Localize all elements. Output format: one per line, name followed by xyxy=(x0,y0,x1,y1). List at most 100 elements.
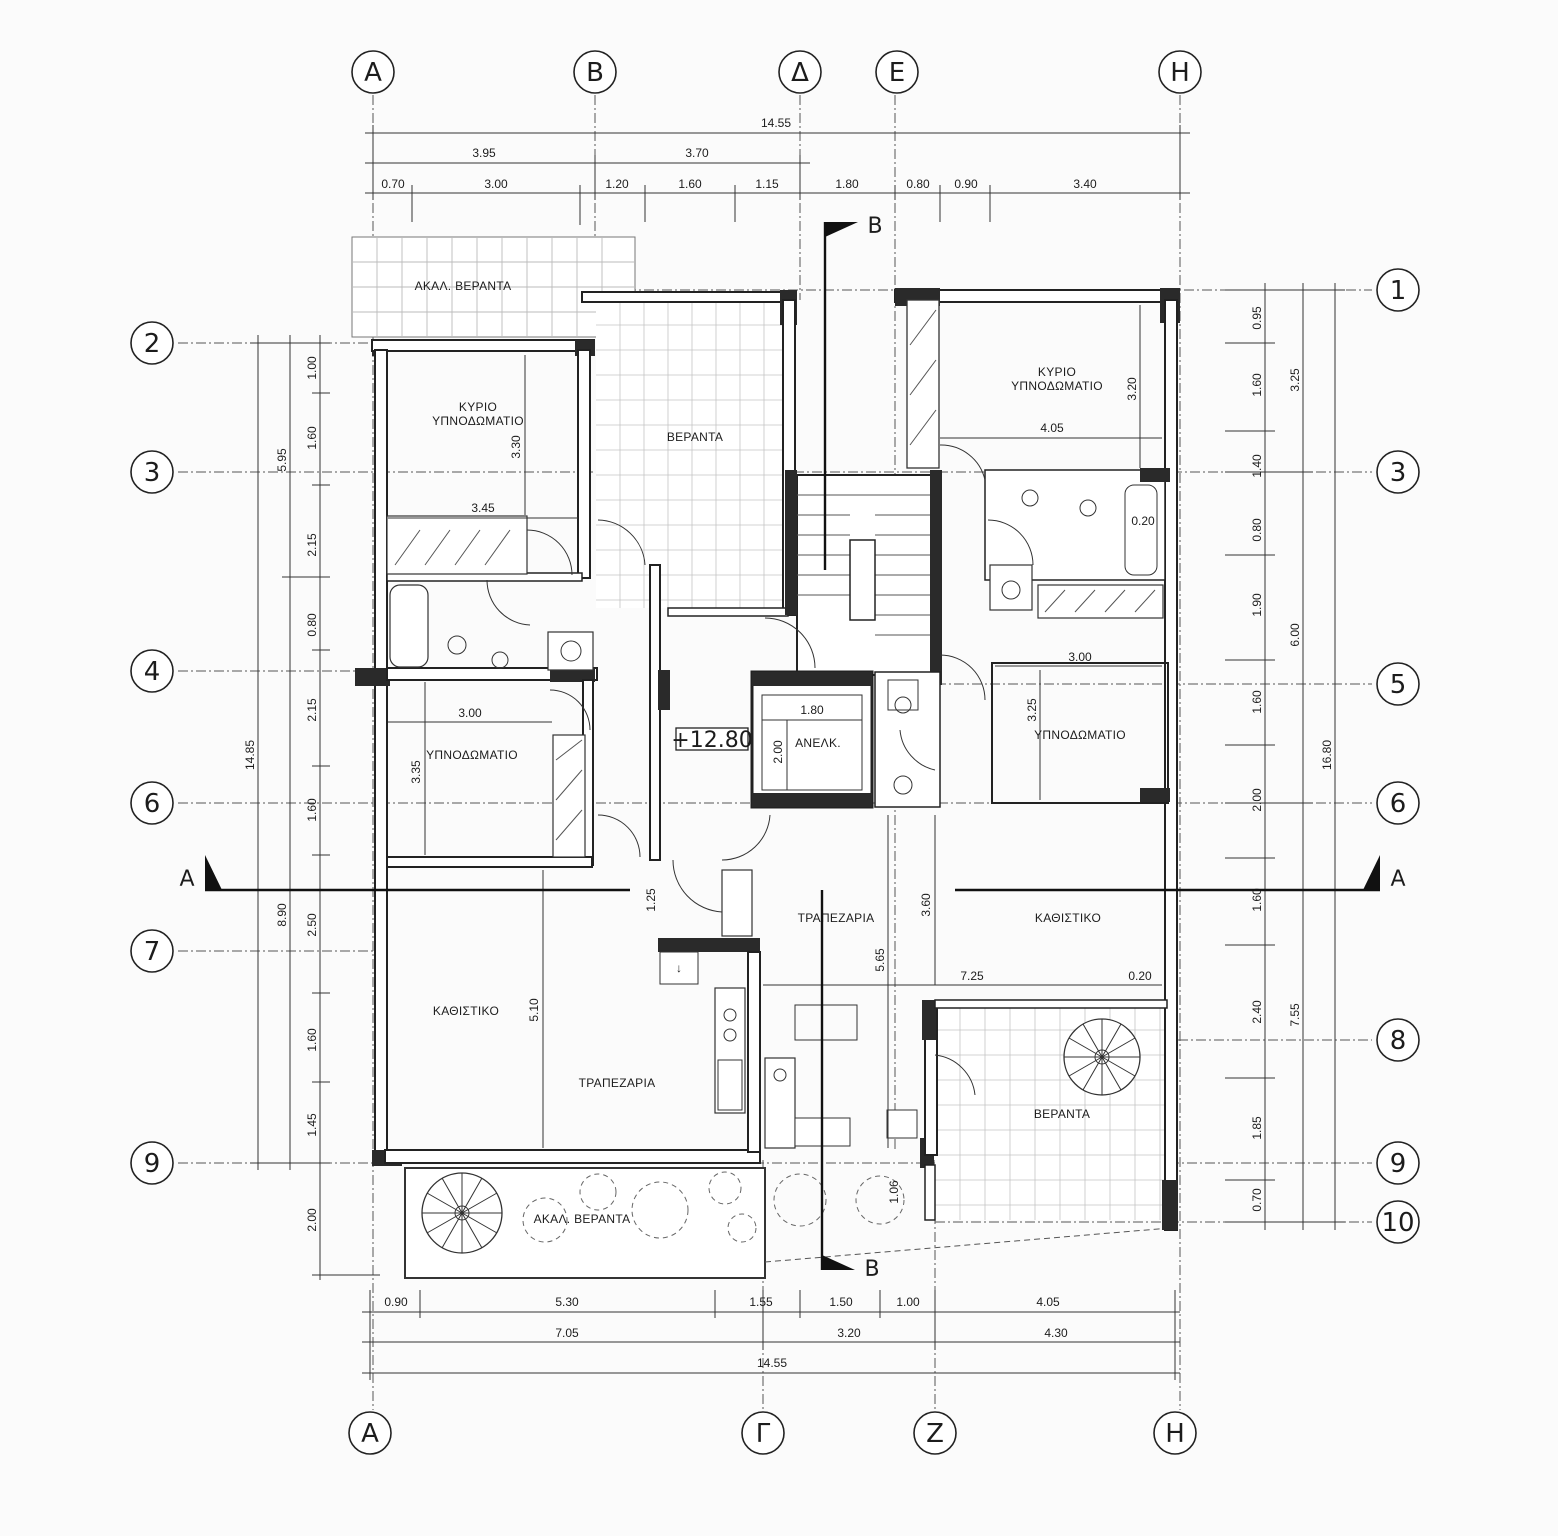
axis-bubble-left-3: 3 xyxy=(130,450,174,494)
svg-text:Δ: Δ xyxy=(791,58,809,88)
dim-bottom-detail-3: 1.55 xyxy=(749,1295,773,1309)
axis-bubbles-bottom: Α Γ Ζ Η xyxy=(348,1411,1197,1455)
axis-bubble-right-1: 1 xyxy=(1376,268,1420,312)
svg-text:7: 7 xyxy=(144,937,161,967)
interior-dimension-lines xyxy=(388,305,1162,1148)
dim-top-total: 14.55 xyxy=(761,116,791,130)
svg-text:Η: Η xyxy=(1165,1419,1185,1449)
svg-text:3: 3 xyxy=(1390,458,1407,488)
svg-text:9: 9 xyxy=(1390,1149,1407,1179)
axis-bubble-right-5: 5 xyxy=(1376,662,1420,706)
axis-bubble-top-h: Η xyxy=(1158,50,1202,94)
axis-bubble-top-e: Ε xyxy=(875,50,919,94)
svg-text:Α: Α xyxy=(361,1419,379,1449)
dim-left-detail-7: 2.50 xyxy=(305,913,319,937)
dim-ypno-left-w: 3.00 xyxy=(458,706,482,720)
dim-right-detail-11: 0.70 xyxy=(1250,1188,1264,1212)
dim-bottom-detail-1: 0.90 xyxy=(384,1295,408,1309)
axis-bubble-right-10: 10 xyxy=(1376,1200,1420,1244)
dim-bottom-total: 14.55 xyxy=(757,1356,787,1370)
interior-dimensions: 3.30 3.45 3.00 3.35 5.10 1.25 3.20 4.05 … xyxy=(409,377,1155,1204)
dim-top-detail-6: 1.80 xyxy=(835,177,859,191)
label-veranta-right: ΒΕΡΑΝΤΑ xyxy=(1034,1107,1090,1121)
svg-text:Η: Η xyxy=(1170,58,1190,88)
dim-right-detail-9: 2.40 xyxy=(1250,1000,1264,1024)
dim-right-total: 16.80 xyxy=(1320,740,1334,770)
dim-ypno-right-w: 3.00 xyxy=(1068,650,1092,664)
svg-text:5: 5 xyxy=(1390,670,1407,700)
dim-living-right-gap: 0.20 xyxy=(1128,969,1152,983)
dim-bottom-mid-1: 7.05 xyxy=(555,1326,579,1340)
right-veranta: ΒΕΡΑΝΤΑ xyxy=(935,1005,1167,1220)
label-kathistiko-left: ΚΑΘΙΣΤΙΚΟ xyxy=(433,1004,499,1018)
dim-right-detail-2: 1.60 xyxy=(1250,373,1264,397)
bottom-open-terrace: ΑΚΑΛ. ΒΕΡΑΝΤΑ xyxy=(404,1167,1171,1279)
axis-bubble-left-9: 9 xyxy=(130,1141,174,1185)
svg-text:Γ: Γ xyxy=(756,1419,771,1449)
axis-bubble-top-d: Δ xyxy=(778,50,822,94)
dim-right-detail-8: 1.60 xyxy=(1250,888,1264,912)
dim-left-detail-6: 1.60 xyxy=(305,798,319,822)
label-kyrio-left-1: ΚΥΡΙΟ xyxy=(459,400,497,414)
svg-text:1: 1 xyxy=(1390,276,1407,306)
left-dimension-chains: 14.85 5.95 8.90 1.00 1.60 2.15 0.80 2.15… xyxy=(243,335,380,1280)
svg-text:6: 6 xyxy=(144,789,161,819)
dim-left-detail-5: 2.15 xyxy=(305,698,319,722)
dim-left-detail-10: 2.00 xyxy=(305,1208,319,1232)
section-line-b: Β Β xyxy=(820,214,883,1282)
door-swings xyxy=(486,444,1034,1096)
dim-left-mid-2: 8.90 xyxy=(275,903,289,927)
dim-top-detail-8: 0.90 xyxy=(954,177,978,191)
dim-top-detail-7: 0.80 xyxy=(906,177,930,191)
dim-right-mid-2: 6.00 xyxy=(1288,623,1302,647)
dim-right-detail-4: 0.80 xyxy=(1250,518,1264,542)
dim-left-detail-2: 1.60 xyxy=(305,426,319,450)
axis-bubble-bottom-a: Α xyxy=(348,1411,392,1455)
svg-text:10: 10 xyxy=(1381,1208,1414,1238)
dim-living-right-w: 7.25 xyxy=(960,969,984,983)
axis-bubble-top-b: Β xyxy=(573,50,617,94)
svg-text:3: 3 xyxy=(144,458,161,488)
svg-text:Ζ: Ζ xyxy=(926,1419,944,1449)
label-ypno-right: ΥΠΝΟΔΩΜΑΤΙΟ xyxy=(1034,728,1126,742)
dim-right-detail-1: 0.95 xyxy=(1250,306,1264,330)
label-kyrio-left-2: ΥΠΝΟΔΩΜΑΤΙΟ xyxy=(432,414,524,428)
dim-top-detail-2: 3.00 xyxy=(484,177,508,191)
dim-left-detail-9: 1.45 xyxy=(305,1113,319,1137)
axis-bubble-top-a: Α xyxy=(351,50,395,94)
dim-top-detail-1: 0.70 xyxy=(381,177,405,191)
dim-dining-h: 5.65 xyxy=(873,948,887,972)
dim-right-detail-6: 1.60 xyxy=(1250,690,1264,714)
spiral-stair-icon-bottom xyxy=(421,1172,503,1254)
table-chairs-dashed xyxy=(522,1171,905,1243)
bottom-dimension-chains: 0.90 5.30 1.55 1.50 1.00 4.05 7.05 3.20 … xyxy=(362,1290,1180,1380)
label-trapezaria-left: ΤΡΑΠΕΖΑΡΙΑ xyxy=(579,1076,656,1090)
dim-bottom-mid-2: 3.20 xyxy=(837,1326,861,1340)
room-labels: ΚΥΡΙΟ ΥΠΝΟΔΩΜΑΤΙΟ ΚΥΡΙΟ ΥΠΝΟΔΩΜΑΤΙΟ ΥΠΝΟ… xyxy=(426,365,1126,1090)
svg-text:8: 8 xyxy=(1390,1026,1407,1056)
axis-bubble-right-6: 6 xyxy=(1376,781,1420,825)
dim-top-mid-2: 3.70 xyxy=(685,146,709,160)
level-marker: +12.80 xyxy=(671,728,752,753)
spiral-stair-icon xyxy=(1063,1018,1141,1096)
dim-right-detail-7: 2.00 xyxy=(1250,788,1264,812)
top-open-terrace: ΑΚΑΛ. ΒΕΡΑΝΤΑ xyxy=(351,236,636,338)
dim-bottom-gap: 1.06 xyxy=(887,1180,901,1204)
dim-left-detail-1: 1.00 xyxy=(305,356,319,380)
svg-text:4: 4 xyxy=(144,657,161,687)
dim-bottom-detail-6: 4.05 xyxy=(1036,1295,1060,1309)
dim-bath-right: 0.20 xyxy=(1131,514,1155,528)
axis-bubble-right-8: 8 xyxy=(1376,1018,1420,1062)
svg-text:2: 2 xyxy=(144,329,161,359)
axis-bubble-right-3: 3 xyxy=(1376,450,1420,494)
axis-bubble-left-4: 4 xyxy=(130,649,174,693)
svg-text:Α: Α xyxy=(364,58,382,88)
dim-top-mid-1: 3.95 xyxy=(472,146,496,160)
label-akal-veranta-bottom: ΑΚΑΛ. ΒΕΡΑΝΤΑ xyxy=(534,1212,631,1226)
section-b-label-bottom: Β xyxy=(864,1257,879,1282)
axis-bubble-left-2: 2 xyxy=(130,321,174,365)
dim-ypno-left-h: 3.35 xyxy=(409,760,423,784)
dim-elevator-h: 2.00 xyxy=(771,740,785,764)
